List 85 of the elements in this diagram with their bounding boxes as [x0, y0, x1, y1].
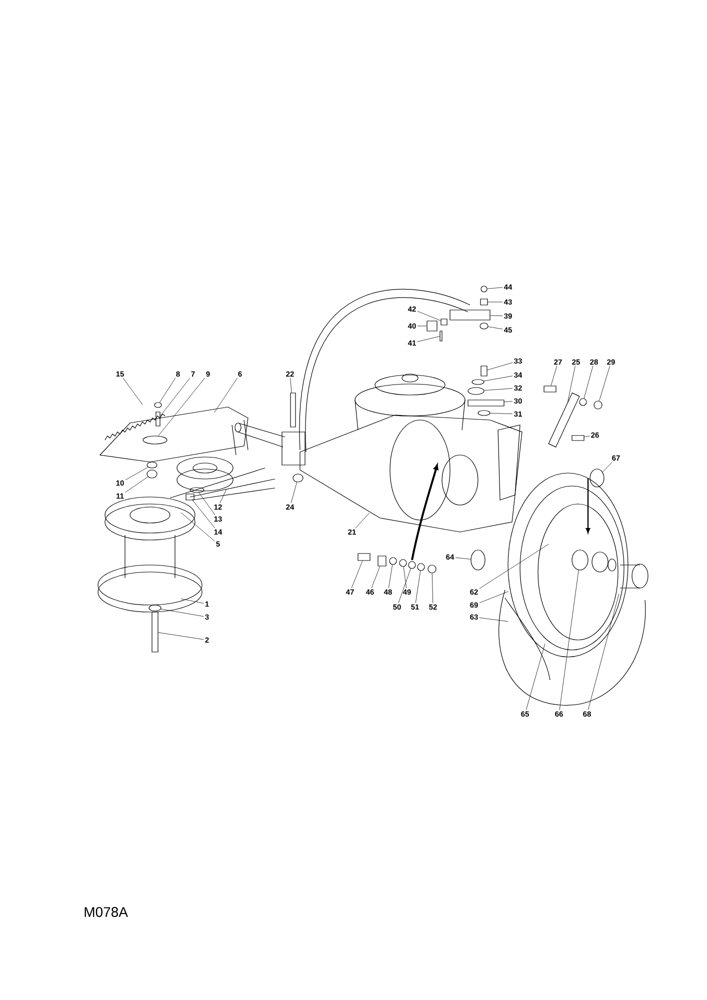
bolt — [572, 435, 584, 441]
bolt — [358, 553, 370, 561]
leader-line — [125, 476, 148, 493]
leader-line — [550, 366, 558, 386]
leader-line — [417, 336, 440, 342]
washer — [154, 402, 162, 408]
leader-line — [160, 378, 190, 416]
leader-line — [180, 512, 215, 542]
leader-line — [214, 378, 238, 413]
leader-line — [526, 644, 546, 710]
washer — [428, 564, 436, 574]
washer — [579, 398, 587, 406]
leader-line — [490, 412, 513, 414]
leader-line — [479, 591, 508, 604]
washer — [468, 387, 484, 395]
leader-line — [122, 378, 143, 405]
washer — [417, 563, 425, 571]
leader-line — [484, 388, 513, 391]
leader-line — [220, 489, 226, 504]
washer — [480, 286, 488, 292]
bolt — [480, 366, 488, 376]
bolt — [186, 494, 194, 500]
bolt — [426, 320, 438, 332]
leader-line — [455, 557, 471, 560]
leader-line — [559, 570, 579, 710]
leader-line — [504, 401, 513, 402]
leader-line — [371, 566, 380, 588]
leader-line — [488, 326, 503, 330]
leader-line — [584, 366, 594, 399]
washer — [399, 559, 407, 567]
leader-line — [479, 618, 508, 622]
washer — [292, 474, 304, 482]
washer — [470, 550, 486, 570]
leader-line — [599, 366, 610, 402]
washer — [480, 322, 488, 330]
washer — [190, 487, 204, 493]
leader-line — [180, 598, 204, 604]
bolt — [544, 386, 556, 392]
leader-line — [355, 512, 370, 528]
washer — [389, 557, 397, 565]
washer — [472, 379, 484, 385]
leader-line — [198, 492, 216, 516]
bolt — [152, 612, 158, 652]
leader-line — [158, 632, 204, 640]
leader-line — [192, 500, 216, 528]
leader-line — [588, 594, 620, 710]
leader-line — [290, 482, 298, 504]
leader-line — [159, 378, 176, 403]
bolt — [290, 392, 296, 428]
leader-line — [125, 467, 148, 480]
washer — [478, 410, 490, 416]
washer — [594, 400, 602, 410]
leader-line — [487, 287, 503, 289]
bolt — [468, 400, 504, 406]
drawing-code: M078A — [84, 907, 128, 917]
leader-line — [490, 315, 503, 316]
washer — [142, 436, 168, 444]
leader-line — [487, 362, 513, 370]
leader-line — [568, 366, 576, 402]
leader-line — [403, 566, 407, 588]
leader-line — [290, 378, 292, 393]
leader-line — [602, 462, 612, 472]
bolt — [440, 330, 442, 342]
leader-line — [432, 573, 434, 604]
bolt — [440, 318, 448, 326]
leader-line — [479, 544, 549, 589]
washer — [146, 462, 158, 468]
leader-line — [484, 376, 513, 382]
leader-line — [158, 378, 206, 436]
leader-line — [417, 311, 441, 321]
bolt — [450, 310, 490, 320]
washer — [572, 550, 588, 570]
leader-line — [351, 560, 363, 588]
washer — [408, 561, 416, 569]
bolt — [548, 392, 580, 448]
bolt — [156, 412, 160, 426]
washer — [148, 604, 162, 612]
bolt — [378, 556, 386, 566]
washer — [146, 470, 158, 478]
leader-line — [388, 564, 393, 588]
leader-line — [584, 436, 590, 438]
bolt — [480, 298, 488, 306]
washer — [590, 468, 604, 488]
leader-line — [415, 570, 421, 604]
leader-line — [398, 568, 411, 604]
